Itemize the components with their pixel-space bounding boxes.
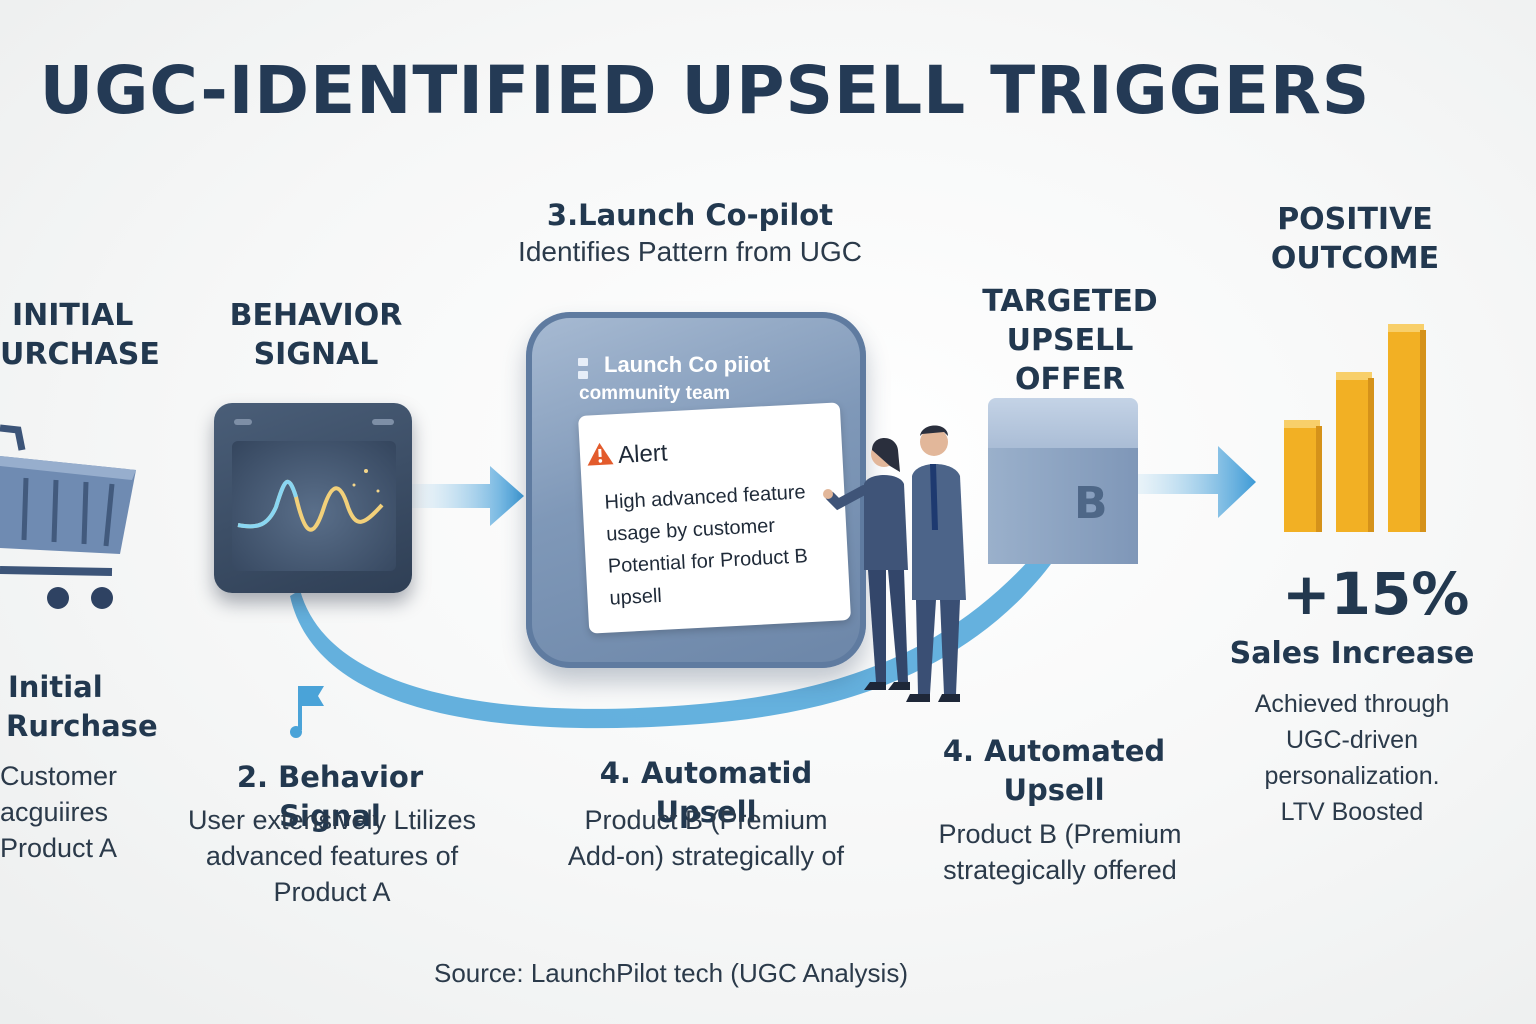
outcome-percentage: +15% (1282, 560, 1470, 628)
step3-subheading: Identifies Pattern from UGC (518, 236, 862, 267)
panel-title: Launch Co piiot (604, 352, 771, 377)
arrow-offer-to-outcome (1138, 446, 1256, 518)
source-note: Source: LaunchPilot tech (UGC Analysis) (434, 958, 908, 988)
step2-description: User extensively Ltilizes advanced featu… (187, 805, 477, 907)
outcome-metric: Sales Increase (1229, 636, 1475, 671)
panel-subtitle: community team (579, 383, 730, 404)
warning-icon (587, 442, 614, 466)
step3-heading: 3.Launch Co-pilot (546, 198, 834, 232)
shopping-cart-icon (0, 424, 136, 609)
alert-title: Alert (617, 439, 669, 469)
page-title: UGC-IDENTIFIED UPSELL TRIGGERS (39, 52, 1371, 129)
step2-title: 2. Behavior Signal (236, 760, 424, 833)
waveform-screen-icon (214, 403, 412, 593)
step1-title: Initial Rurchase (6, 670, 158, 743)
upsell-swoosh (290, 548, 1054, 729)
step4a-description: Product B (Premium Add-on) strategically… (567, 805, 845, 871)
alert-card: Alert High advanced feature usage by cus… (578, 402, 852, 634)
step1-heading: INITIAL URCHASE (0, 298, 160, 372)
step4b-description: Product B (Premium strategically offered (938, 819, 1182, 885)
step2-heading: BEHAVIOR SIGNAL (229, 298, 403, 372)
outcome-description: Achieved through UGC-driven personalizat… (1254, 690, 1450, 826)
step4a-title: 4. Automatid Upsell (599, 756, 813, 829)
product-box-icon (988, 448, 1138, 564)
menu-icon (578, 358, 588, 380)
arrow-signal-to-copilot (412, 466, 524, 526)
business-people-illustration (823, 425, 966, 702)
product-box-letter: B (1074, 478, 1108, 529)
step1-description: Customer acguiires Product A (0, 761, 118, 863)
product-box-top (988, 398, 1138, 450)
growth-bars-icon (1284, 324, 1426, 532)
outcome-heading: POSITIVE OUTCOME (1270, 202, 1440, 276)
alert-message: High advanced feature usage by customer … (603, 481, 809, 610)
flag-icon (290, 686, 324, 738)
offer-heading: TARGETED UPSELL OFFER (982, 284, 1158, 397)
step4b-title: 4. Automated Upsell (942, 734, 1166, 807)
